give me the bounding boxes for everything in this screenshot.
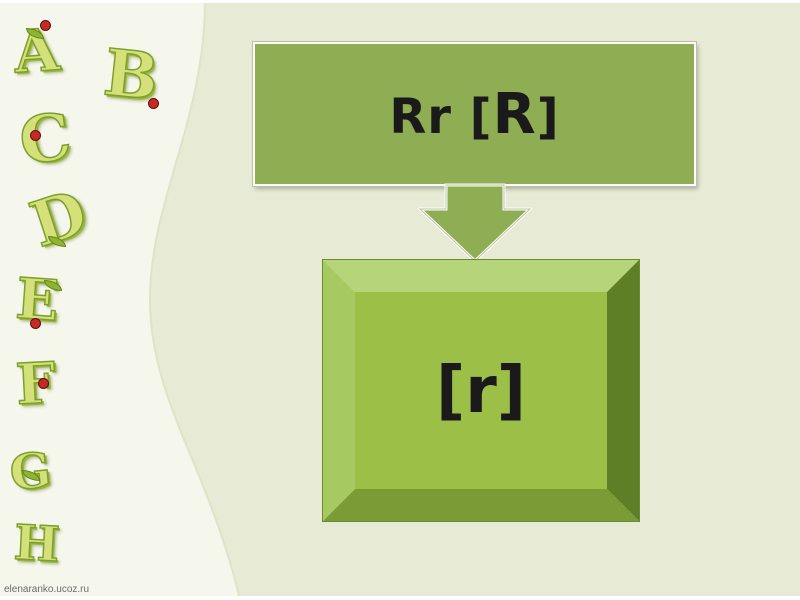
header-text: Rr [R] (389, 81, 560, 147)
ladybug-icon (38, 378, 49, 389)
bevel-box (322, 259, 640, 522)
watermark-text: elenaranko.ucoz.ru (4, 584, 90, 595)
letter-c: C (14, 98, 76, 181)
ladybug-icon (40, 20, 51, 31)
box-text: [r] (435, 353, 527, 428)
ladybug-icon (148, 98, 159, 109)
letter-h: H (12, 514, 62, 574)
down-arrow-icon (418, 183, 532, 263)
header-box: Rr [R] (253, 42, 696, 186)
ladybug-icon (30, 318, 41, 329)
ladybug-icon (30, 130, 41, 141)
letter-f: F (14, 349, 59, 418)
